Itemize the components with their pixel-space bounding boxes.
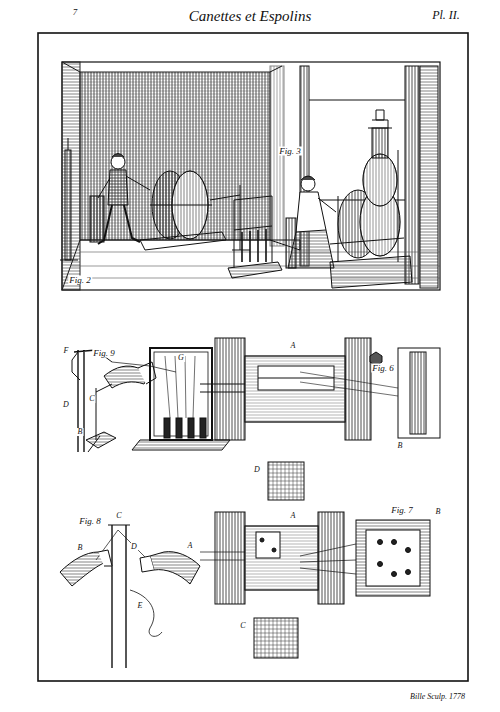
plate-number: 7: [72, 8, 79, 17]
plate-border: [38, 33, 468, 681]
figure-label: D: [130, 543, 138, 551]
plate-title: Canettes et Espolins: [187, 9, 314, 24]
figure-label: Fig. 9: [92, 349, 116, 358]
figure-label: A: [187, 542, 194, 550]
man-figure: [90, 154, 150, 245]
figure-label: D: [253, 466, 261, 474]
figure-label: G: [177, 354, 185, 362]
fig6-plan: [200, 338, 440, 500]
figure-label: A: [290, 342, 297, 350]
figure-label: A: [290, 512, 297, 520]
figure-label: C: [115, 512, 122, 520]
figure-label: Fig. 7: [390, 506, 414, 515]
scene-border: [62, 62, 440, 290]
figure-label: Fig. 3: [278, 147, 302, 156]
figure-label: B: [435, 508, 442, 516]
figure-label: B: [77, 544, 84, 552]
bobbin-rack: [228, 196, 282, 278]
figure-label: B: [77, 428, 84, 436]
spooling-machine: [330, 110, 412, 288]
figure-label: E: [137, 602, 144, 610]
fig9-apparatus: [72, 348, 230, 452]
fig7-plan: [200, 512, 430, 658]
figure-label: B: [397, 442, 404, 450]
workshop-room: [60, 62, 440, 290]
figure-label: Fig. 6: [371, 364, 395, 373]
plate-number: Pl. II.: [431, 9, 461, 21]
engraver-signature: Bille Sculp. 1778: [409, 693, 466, 701]
figure-label: D: [62, 401, 70, 409]
woman-figure: [286, 176, 336, 268]
fig8-apparatus: [60, 525, 200, 668]
figure-label: C: [239, 622, 246, 630]
figure-label: F: [63, 347, 70, 355]
figure-label: C: [88, 395, 95, 403]
figure-label: Fig. 8: [78, 517, 102, 526]
figure-label: Fig. 2: [68, 276, 92, 285]
